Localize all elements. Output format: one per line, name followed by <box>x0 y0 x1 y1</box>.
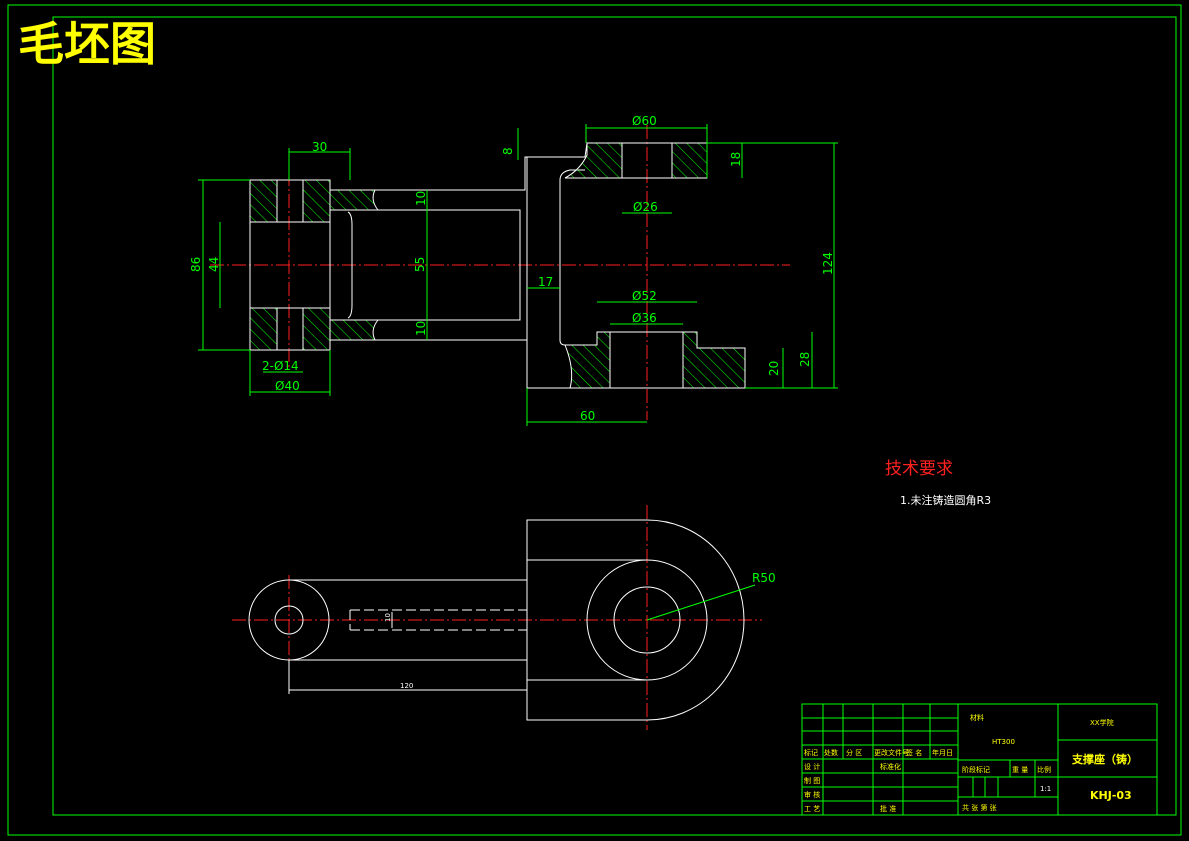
dim-8: 8 <box>501 147 515 155</box>
r50-leader <box>646 584 756 621</box>
right-hole-circle <box>613 586 681 654</box>
hatch-left-bottom-a <box>249 307 278 351</box>
dim-124: 124 <box>821 252 835 275</box>
tb-sheets: 共 张 第 张 <box>962 803 997 812</box>
hatch-bottom-boss-b <box>682 331 746 389</box>
hatch-arm-bottom <box>329 319 380 341</box>
dim-dia36: Ø36 <box>632 311 657 325</box>
tb-zone: 分 区 <box>846 748 862 757</box>
dim-10-plan: 10 <box>384 613 392 622</box>
dim-10-bottom: 10 <box>414 321 428 336</box>
dim-28: 28 <box>798 352 812 367</box>
hatch-left-top-a <box>249 179 278 223</box>
tb-check: 审 核 <box>804 790 820 799</box>
tb-standard: 标准化 <box>880 762 901 771</box>
tb-material-label: 材料 <box>970 713 984 722</box>
arm-web <box>347 211 353 319</box>
tb-design: 设 计 <box>804 762 820 771</box>
left-hole-circle <box>274 605 304 635</box>
dim-120: 120 <box>400 682 413 690</box>
tb-process: 工 艺 <box>804 805 820 813</box>
dim-86: 86 <box>189 257 203 272</box>
dim-18: 18 <box>729 152 743 167</box>
hatch-arm-top <box>329 189 380 211</box>
tech-req-item: 1.未注铸造圆角R3 <box>900 493 991 507</box>
dim-10-top: 10 <box>414 191 428 206</box>
dim-60: 60 <box>580 409 595 423</box>
tb-draw: 制 图 <box>804 776 820 785</box>
hatch-top-boss-a <box>564 142 623 179</box>
dim-55: 55 <box>413 257 427 272</box>
dim-20: 20 <box>767 361 781 376</box>
front-section-view: 30 8 Ø60 18 124 10 Ø26 86 44 55 17 Ø52 Ø… <box>189 114 838 426</box>
tb-count: 处数 <box>824 748 838 757</box>
plan-view: R50 120 10 <box>232 505 776 730</box>
tb-sign: 签 名 <box>906 748 922 757</box>
tb-weight-label: 重 量 <box>1012 766 1028 774</box>
dim-2x14: 2-Ø14 <box>262 359 299 373</box>
dim-dia26: Ø26 <box>633 200 658 214</box>
outer-border <box>7 4 1182 836</box>
tb-approve: 批 准 <box>880 804 896 813</box>
dim-dia60: Ø60 <box>632 114 657 128</box>
tb-material: HT300 <box>992 738 1015 746</box>
tb-scale-label: 比例 <box>1037 765 1051 774</box>
dim-dia52: Ø52 <box>632 289 657 303</box>
dimension-lines <box>198 124 838 426</box>
tb-stage-label: 阶段标记 <box>962 765 990 774</box>
tb-scale: 1:1 <box>1040 785 1051 793</box>
tb-drawing-no: KHJ-03 <box>1090 789 1132 802</box>
hatch-top-boss-b <box>671 142 708 179</box>
tb-part-name: 支撑座（铸） <box>1071 752 1138 766</box>
dim-44: 44 <box>207 257 221 272</box>
dim-30: 30 <box>312 140 327 154</box>
right-boss-circle <box>586 559 708 681</box>
left-hole-top <box>276 179 304 223</box>
hatch-left-top-b <box>302 179 331 223</box>
hatch-left-bottom-b <box>302 307 331 351</box>
tb-doc: 更改文件号 <box>874 748 909 757</box>
title-block: 标记 处数 分 区 更改文件号 签 名 年月日 设 计 标准化 制 图 审 核 … <box>801 703 1158 816</box>
dim-r50: R50 <box>752 571 776 585</box>
plan-body <box>526 519 745 721</box>
left-hole-bottom <box>276 307 304 351</box>
plan-rib-hidden <box>349 609 527 631</box>
dim-17: 17 <box>538 275 553 289</box>
tb-date: 年月日 <box>932 748 953 757</box>
tb-school: XX学院 <box>1090 718 1114 727</box>
body-fillet <box>559 169 585 181</box>
tb-mark: 标记 <box>804 748 818 757</box>
dim-dia40: Ø40 <box>275 379 300 393</box>
drawing-title: 毛坯图 <box>18 17 156 71</box>
top-boss-hole <box>621 142 673 179</box>
hatch-bottom-boss-a <box>564 331 611 389</box>
tech-req-title: 技术要求 <box>885 459 953 479</box>
inner-border <box>52 16 1177 816</box>
